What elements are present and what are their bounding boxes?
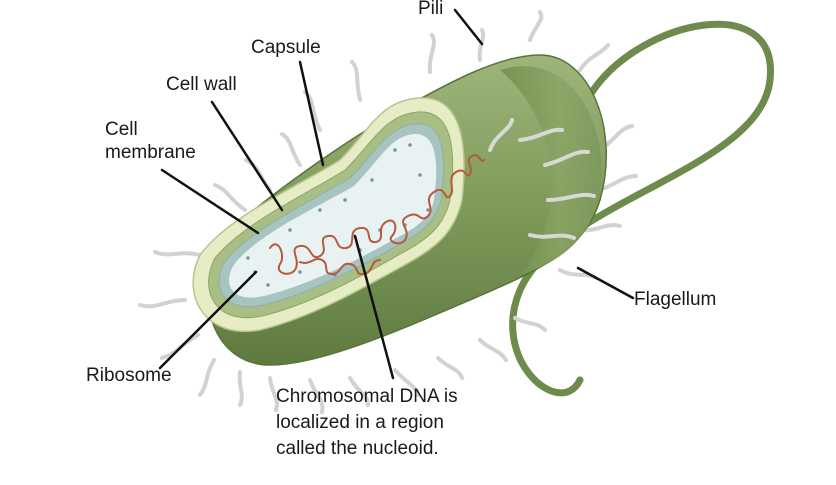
cell-end-cap <box>500 66 602 275</box>
flagellum <box>509 20 774 397</box>
label-cell-wall: Cell wall <box>166 74 237 95</box>
leader-capsule <box>298 60 325 167</box>
leader-lines <box>158 8 635 380</box>
leader-cell-wall <box>210 100 284 212</box>
label-pili: Pili <box>418 0 444 19</box>
pili-front <box>488 118 596 240</box>
leader-pili <box>453 8 484 46</box>
ribosomes <box>246 143 430 287</box>
label-capsule: Capsule <box>251 37 321 58</box>
leader-cell-membrane <box>160 168 260 235</box>
label-flagellum: Flagellum <box>634 289 717 310</box>
leader-ribosome <box>158 270 258 370</box>
cytoplasm <box>229 133 437 298</box>
leader-nucleoid <box>353 234 395 380</box>
label-ribosome: Ribosome <box>86 365 172 386</box>
label-nucleoid-note: Chromosomal DNA is localized in a region… <box>276 386 458 459</box>
label-cell-membrane: Cell membrane <box>105 119 196 163</box>
leader-flagellum <box>576 266 635 300</box>
